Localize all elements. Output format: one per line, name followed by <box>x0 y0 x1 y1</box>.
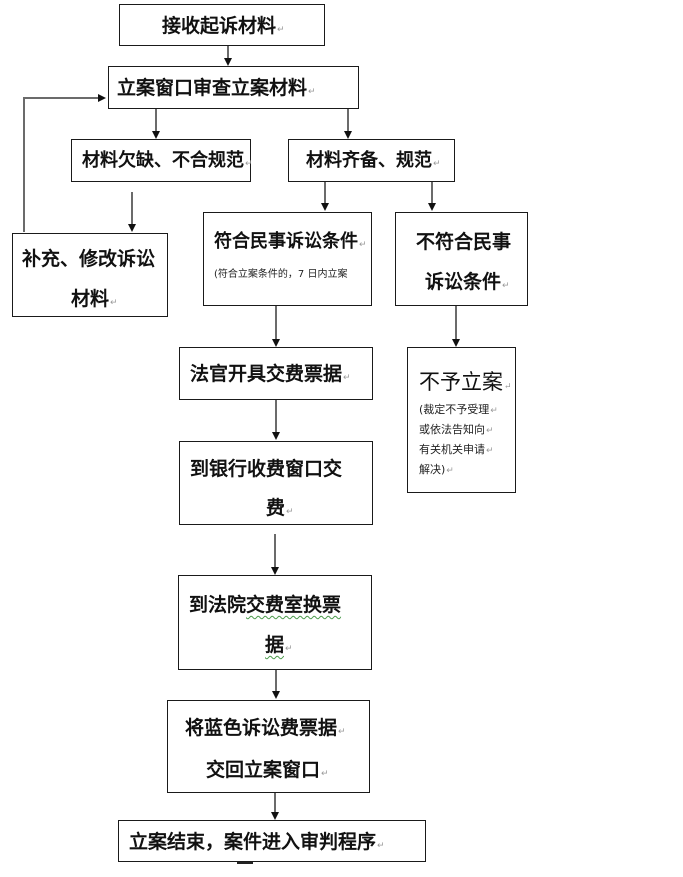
end-marker <box>237 862 253 864</box>
node-exchange-line2: 据 <box>265 634 285 656</box>
paragraph-mark-icon: ↵ <box>490 406 498 416</box>
node-pay-at-bank: 到银行收费窗口交 费↵ <box>179 441 373 525</box>
node-receive-label: 接收起诉材料 <box>162 15 277 37</box>
node-review-label: 立案窗口审查立案材料 <box>117 77 308 99</box>
node-reject-filing: 不予立案↵ (裁定不予受理↵ 或依法告知向↵ 有关机关申请↵ 解决)↵ <box>407 347 516 493</box>
node-incomplete-label: 材料欠缺、不合规范 <box>82 150 244 171</box>
paragraph-mark-icon: ↵ <box>308 87 316 97</box>
node-bank-line2: 费 <box>266 497 286 519</box>
node-review-materials: 立案窗口审查立案材料↵ <box>108 66 359 109</box>
node-reject-note-line4: 解决) <box>419 463 446 476</box>
paragraph-mark-icon: ↵ <box>343 373 351 383</box>
paragraph-mark-icon: ↵ <box>502 281 510 291</box>
paragraph-mark-icon: ↵ <box>110 298 118 308</box>
node-ineligible-line1: 不符合民事 <box>416 231 512 253</box>
paragraph-mark-icon: ↵ <box>338 727 346 737</box>
node-exchange-line1a: 到法院 <box>189 594 247 616</box>
paragraph-mark-icon: ↵ <box>277 25 285 35</box>
node-supplement-line1: 补充、修改诉讼 <box>22 248 156 270</box>
node-materials-incomplete: 材料欠缺、不合规范↵ <box>71 139 253 182</box>
paragraph-mark-icon: ↵ <box>433 159 441 169</box>
node-reject-note-line1: (裁定不予受理 <box>419 403 490 416</box>
node-exchange-line1b: 交费室换票 <box>246 594 342 616</box>
node-supplement-line2: 材料 <box>71 288 110 310</box>
node-ineligible-civil-case: 不符合民事 诉讼条件↵ <box>395 212 528 306</box>
node-ineligible-line2: 诉讼条件 <box>425 271 502 293</box>
node-return-line2: 交回立案窗口 <box>206 759 321 781</box>
node-judge-issues-invoice: 法官开具交费票据↵ <box>179 347 373 400</box>
node-eligible-note: (符合立案条件的，7 日内立案 <box>214 269 348 280</box>
paragraph-mark-icon: ↵ <box>486 426 494 436</box>
node-materials-complete: 材料齐备、规范↵ <box>288 139 455 182</box>
node-reject-label: 不予立案 <box>419 370 503 394</box>
node-bank-line1: 到银行收费窗口交 <box>190 458 343 480</box>
node-reject-note-line3: 有关机关申请 <box>419 443 485 456</box>
paragraph-mark-icon: ↵ <box>245 159 253 169</box>
node-receive-complaint: 接收起诉材料↵ <box>119 4 325 46</box>
node-end-label: 立案结束，案件进入审判程序 <box>129 831 377 853</box>
paragraph-mark-icon: ↵ <box>286 507 294 517</box>
node-eligible-label: 符合民事诉讼条件 <box>214 231 358 252</box>
paragraph-mark-icon: ↵ <box>486 446 494 456</box>
node-complete-label: 材料齐备、规范 <box>306 150 432 171</box>
node-exchange-receipt: 到法院交费室换票 据↵ <box>178 575 372 670</box>
node-return-line1: 将蓝色诉讼费票据 <box>185 717 338 739</box>
paragraph-mark-icon: ↵ <box>321 769 329 779</box>
paragraph-mark-icon: ↵ <box>504 382 512 392</box>
node-invoice-label: 法官开具交费票据 <box>190 363 343 385</box>
arrow-supplement-to-review <box>23 94 106 232</box>
paragraph-mark-icon: ↵ <box>285 644 293 654</box>
node-eligible-civil-case: 符合民事诉讼条件↵ (符合立案条件的，7 日内立案 <box>203 212 372 306</box>
node-supplement-materials: 补充、修改诉讼 材料↵ <box>12 233 168 317</box>
node-filing-complete: 立案结束，案件进入审判程序↵ <box>118 820 426 862</box>
node-reject-note-line2: 或依法告知向 <box>419 423 485 436</box>
paragraph-mark-icon: ↵ <box>359 240 367 250</box>
paragraph-mark-icon: ↵ <box>446 466 454 476</box>
paragraph-mark-icon: ↵ <box>377 841 385 851</box>
node-return-blue-receipt: 将蓝色诉讼费票据↵ 交回立案窗口↵ <box>167 700 370 793</box>
